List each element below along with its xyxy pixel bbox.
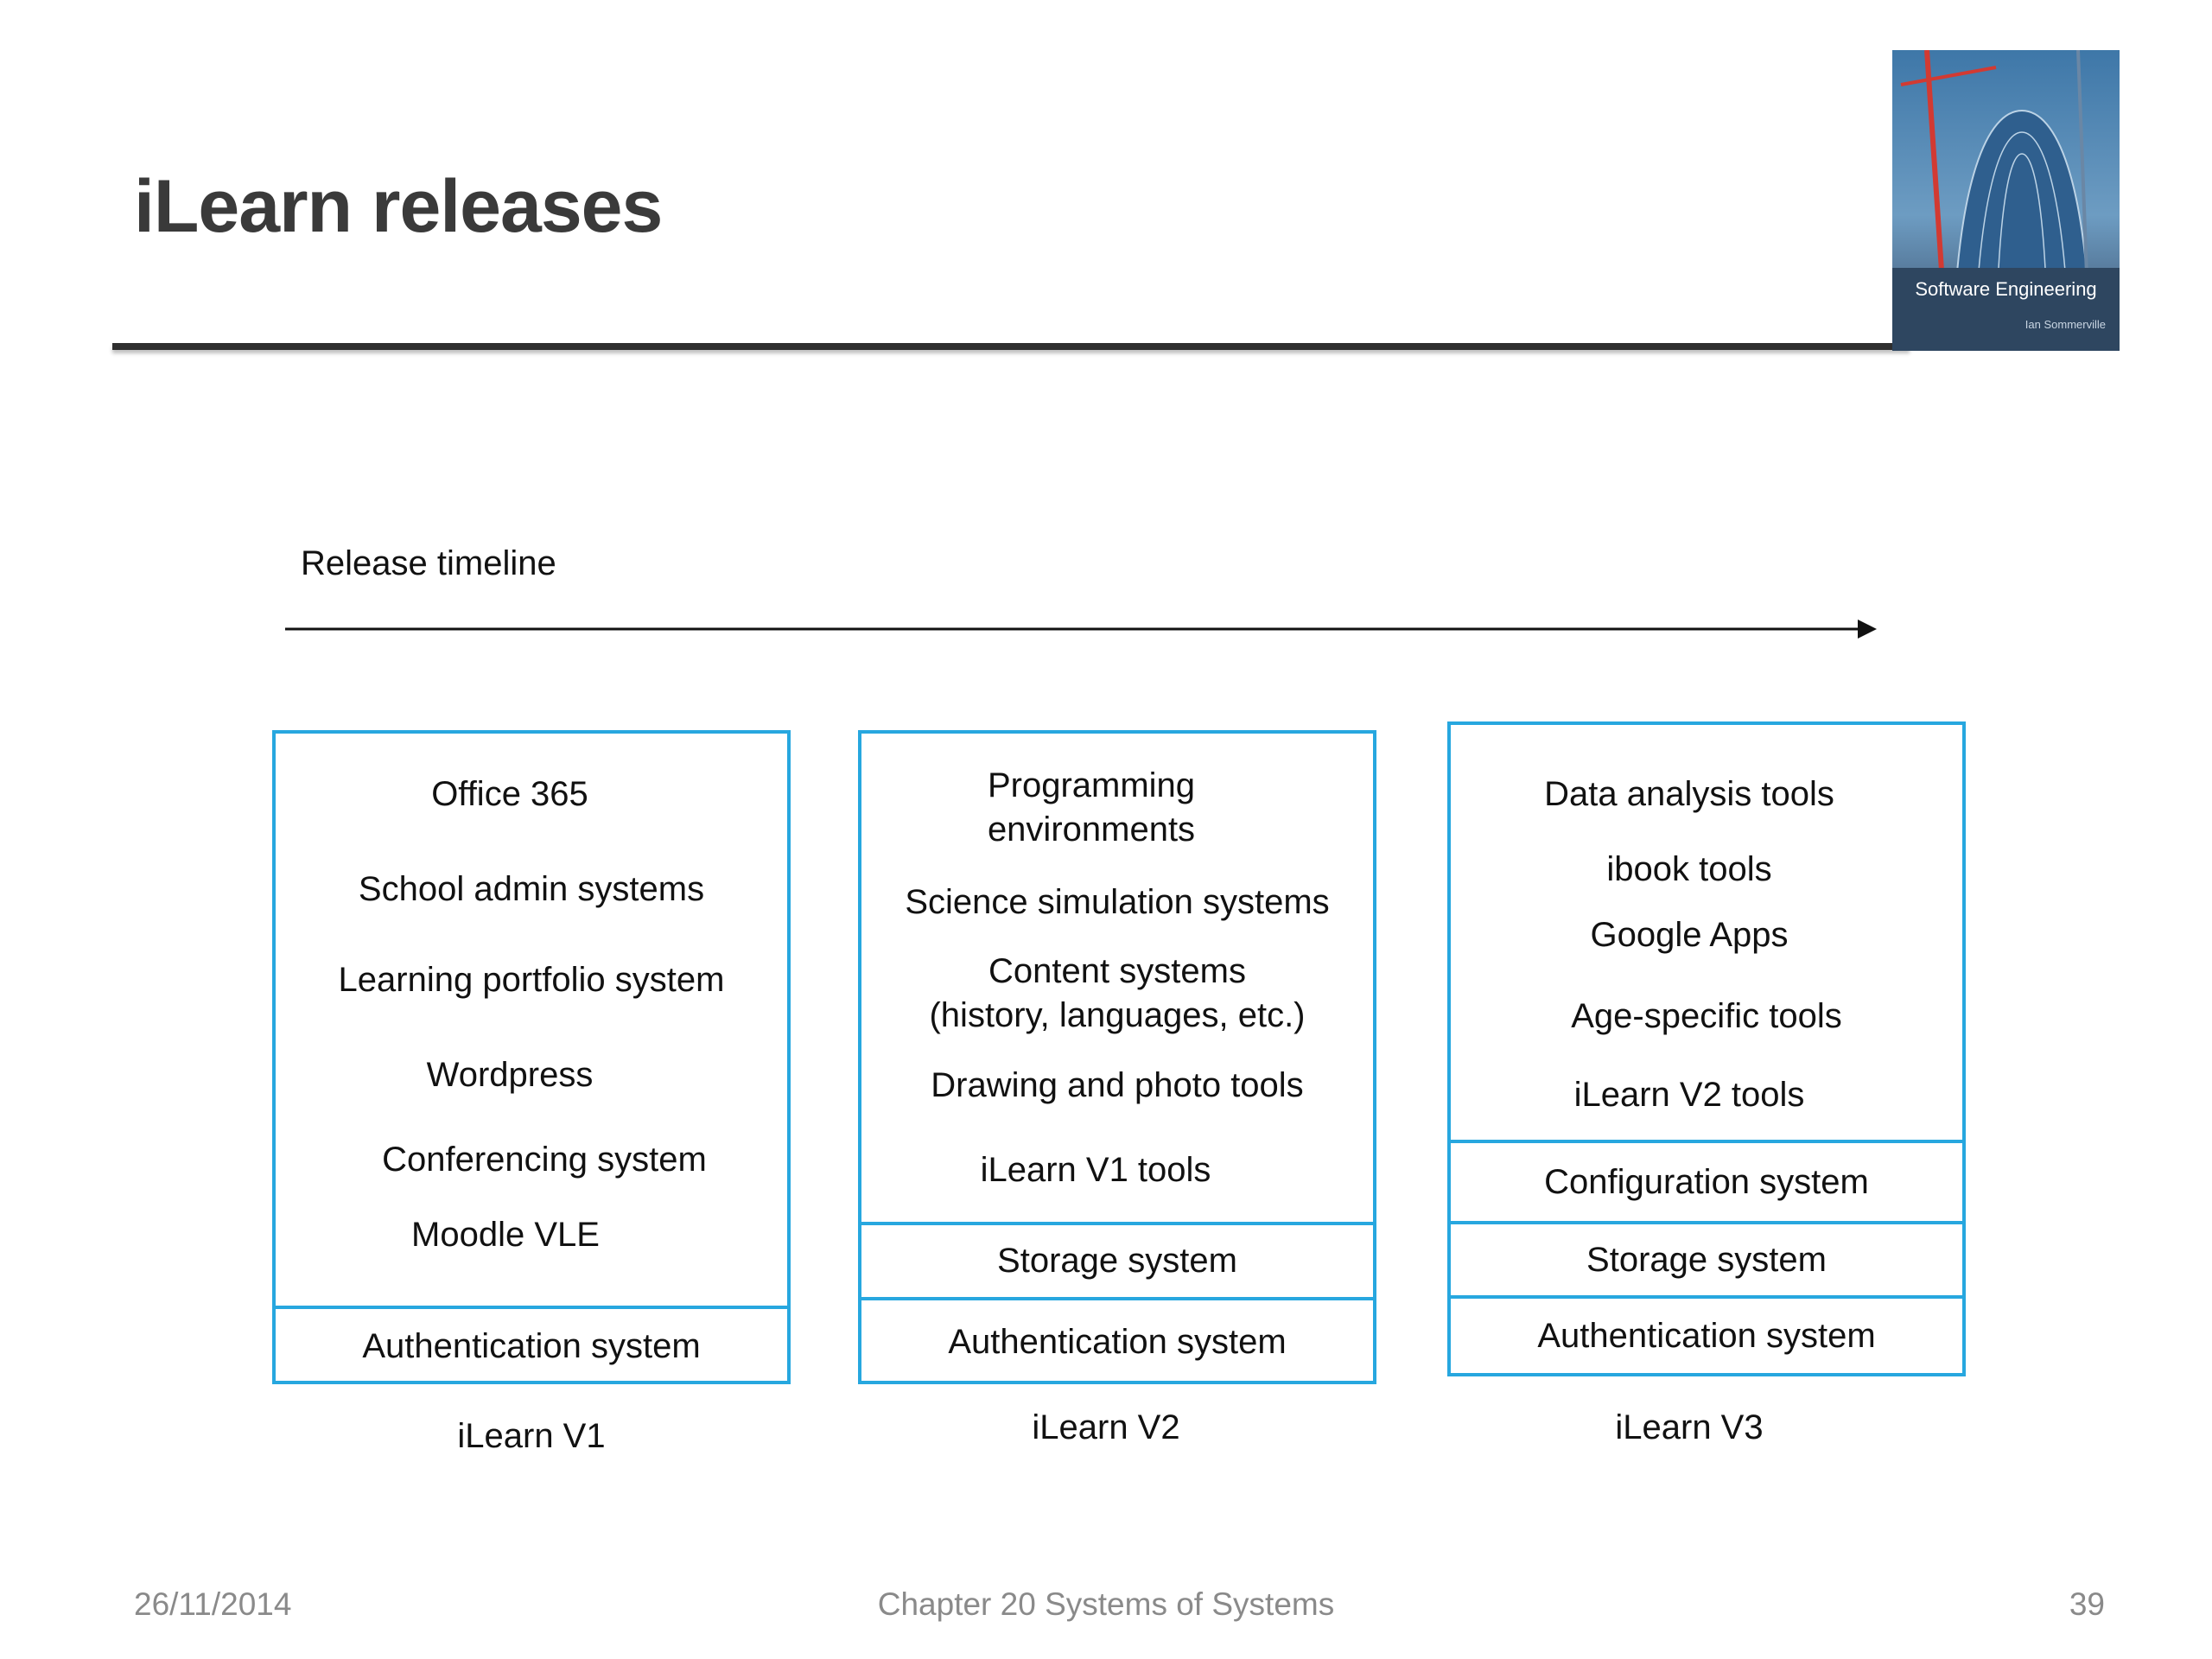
release-label-v1: iLearn V1 — [457, 1417, 606, 1455]
release-label-v2: iLearn V2 — [1032, 1408, 1180, 1446]
footer-page-number: 39 — [2069, 1586, 2105, 1622]
layer-storage: Storage system — [1451, 1221, 1962, 1295]
tool-item: Learning portfolio system — [338, 961, 725, 999]
tool-item: Google Apps — [1590, 916, 1789, 954]
cover-title-band — [1892, 268, 2120, 351]
release-v2-box: Programming environments Science simulat… — [858, 730, 1376, 1384]
tool-item: iLearn V1 tools — [980, 1151, 1211, 1189]
timeline-arrowhead — [1858, 620, 1877, 639]
release-v3-box: Data analysis tools ibook tools Google A… — [1447, 721, 1966, 1376]
release-v1-box: Office 365 School admin systems Learning… — [272, 730, 791, 1384]
tool-item: Drawing and photo tools — [931, 1066, 1304, 1104]
footer-date: 26/11/2014 — [134, 1586, 292, 1622]
layer-authentication: Authentication system — [276, 1306, 787, 1384]
tool-item: Data analysis tools — [1544, 775, 1834, 813]
layer-authentication: Authentication system — [861, 1297, 1373, 1384]
tool-item: Conferencing system — [382, 1141, 707, 1179]
tool-item: School admin systems — [358, 870, 705, 908]
layer-authentication: Authentication system — [1451, 1295, 1962, 1373]
tool-item: Age-specific tools — [1571, 997, 1842, 1035]
slide-title: iLearn releases — [134, 165, 663, 248]
tool-item: Science simulation systems — [905, 883, 1330, 921]
title-divider — [112, 343, 1910, 350]
tool-item: Moodle VLE — [411, 1216, 600, 1254]
tool-item: ibook tools — [1606, 850, 1772, 888]
cover-title: Software Engineering — [1915, 278, 2097, 300]
tool-item: iLearn V2 tools — [1573, 1076, 1805, 1114]
release-label-v3: iLearn V3 — [1615, 1408, 1764, 1446]
layer-configuration: Configuration system — [1451, 1140, 1962, 1221]
tool-item: Content systems (history, languages, etc… — [929, 952, 1306, 1035]
book-cover-image: Software Engineering Ian Sommerville — [1892, 50, 2120, 351]
footer-chapter: Chapter 20 Systems of Systems — [877, 1586, 1335, 1622]
tool-item: Office 365 — [431, 775, 588, 813]
tool-item: Wordpress — [426, 1056, 594, 1094]
timeline-label: Release timeline — [301, 544, 556, 582]
layer-storage: Storage system — [861, 1222, 1373, 1297]
cover-author: Ian Sommerville — [2024, 318, 2106, 331]
tool-item: Programming environments — [987, 766, 1196, 849]
